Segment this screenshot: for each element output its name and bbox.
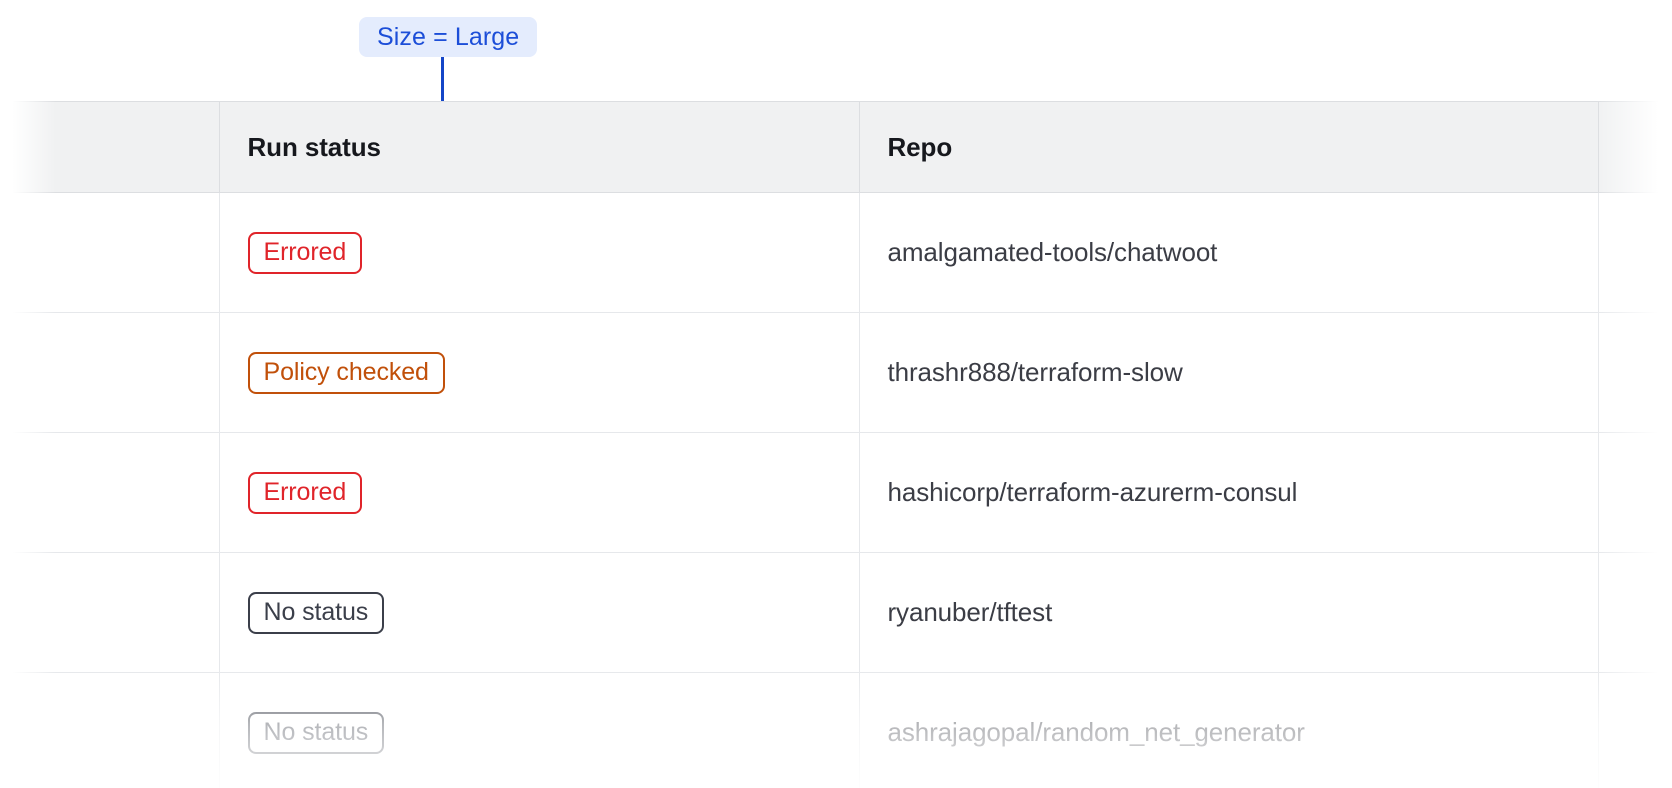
- cell-run-status: No status: [219, 552, 860, 673]
- annotation-pill-size-large: Size = Large: [359, 17, 538, 57]
- column-header-run-status[interactable]: Run status: [219, 101, 860, 193]
- status-badge: Policy checked: [247, 351, 445, 394]
- status-badge: Errored: [247, 231, 363, 274]
- row-tail-cell: [1598, 432, 1672, 553]
- row-tail-cell: [1598, 552, 1672, 673]
- row-tail-cell: [1598, 312, 1672, 433]
- table-row[interactable]: Errored amalgamated-tools/chatwoot: [0, 192, 1672, 313]
- status-badge: No status: [247, 591, 385, 634]
- row-lead-cell: [55, 672, 220, 788]
- row-select-cell[interactable]: [0, 552, 55, 673]
- row-select-cell[interactable]: [0, 672, 55, 788]
- table-header: Run status Repo: [0, 101, 1672, 193]
- cell-repo: amalgamated-tools/chatwoot: [859, 192, 1599, 313]
- row-lead-cell: [55, 552, 220, 673]
- row-lead-cell: [55, 312, 220, 433]
- cell-repo: ryanuber/tftest: [859, 552, 1599, 673]
- table-row[interactable]: Errored hashicorp/terraform-azurerm-cons…: [0, 432, 1672, 553]
- row-lead-cell: [55, 192, 220, 313]
- table-row[interactable]: No status ryanuber/tftest: [0, 552, 1672, 673]
- row-tail-cell: [1598, 672, 1672, 788]
- cell-run-status: No status: [219, 672, 860, 788]
- row-lead-cell: [55, 432, 220, 553]
- cell-repo: ashrajagopal/random_net_generator: [859, 672, 1599, 788]
- row-select-cell[interactable]: [0, 432, 55, 553]
- cell-run-status: Errored: [219, 432, 860, 553]
- column-header-lead[interactable]: [55, 101, 220, 193]
- cell-repo: thrashr888/terraform-slow: [859, 312, 1599, 433]
- table-row[interactable]: Policy checked thrashr888/terraform-slow: [0, 312, 1672, 433]
- status-badge: No status: [247, 711, 385, 754]
- runs-table: Run status Repo Errored amalgamated-tool…: [0, 101, 1672, 788]
- runs-table-container: Run status Repo Errored amalgamated-tool…: [0, 101, 1672, 788]
- column-header-tail[interactable]: [1598, 101, 1672, 193]
- table-row[interactable]: No status ashrajagopal/random_net_genera…: [0, 672, 1672, 788]
- cell-run-status: Policy checked: [219, 312, 860, 433]
- status-badge: Errored: [247, 471, 363, 514]
- table-header-row: Run status Repo: [0, 101, 1672, 193]
- row-tail-cell: [1598, 192, 1672, 313]
- column-header-select[interactable]: [0, 101, 55, 193]
- table-body: Errored amalgamated-tools/chatwoot Polic…: [0, 192, 1672, 788]
- cell-repo: hashicorp/terraform-azurerm-consul: [859, 432, 1599, 553]
- column-header-repo[interactable]: Repo: [859, 101, 1599, 193]
- row-select-cell[interactable]: [0, 192, 55, 313]
- row-select-cell[interactable]: [0, 312, 55, 433]
- cell-run-status: Errored: [219, 192, 860, 313]
